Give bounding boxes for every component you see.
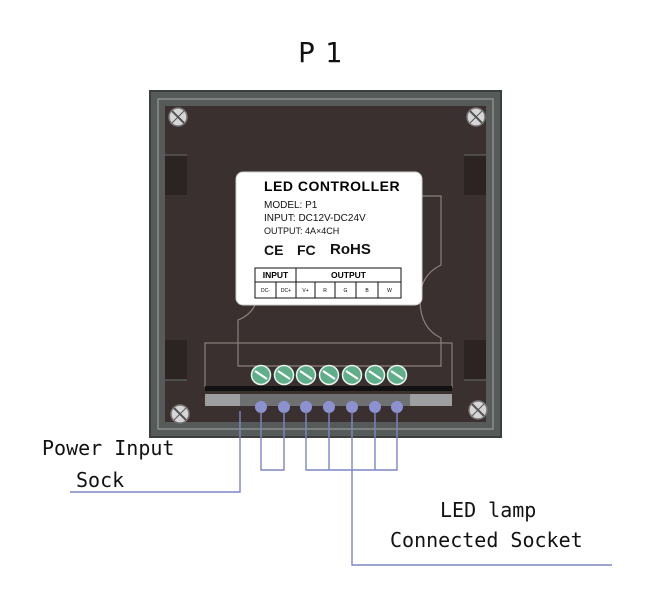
fc-mark: FC	[297, 242, 316, 258]
terminal-pin	[369, 401, 381, 413]
table-cell-g: G	[343, 288, 348, 294]
label-table	[254, 267, 402, 299]
terminal-pins	[255, 401, 403, 413]
notch-right-bottom	[464, 340, 486, 380]
screw-bottom-right	[468, 400, 488, 420]
terminal-strip-base	[205, 386, 452, 391]
table-input-header: INPUT	[262, 270, 289, 280]
notch-left-top	[165, 155, 187, 195]
product-label	[235, 171, 423, 306]
terminal-screw	[295, 364, 317, 386]
notch-left-bottom	[165, 340, 187, 380]
table-cell-dc-minus: DC-	[261, 288, 270, 294]
power-input-annotation-line2: Sock	[76, 468, 125, 492]
terminal-pin	[346, 401, 358, 413]
table-cell-b: B	[365, 288, 369, 294]
terminal-screw	[273, 364, 295, 386]
label-output: OUTPUT: 4A×4CH	[264, 226, 340, 236]
terminal-pin	[255, 401, 267, 413]
rohs-mark: RoHS	[330, 241, 371, 258]
terminal-pin	[278, 401, 290, 413]
table-cell-r: R	[323, 288, 327, 294]
page-title: P1	[298, 36, 352, 69]
leader-lines	[70, 411, 612, 566]
screw-top-right	[466, 107, 486, 127]
label-model: MODEL: P1	[264, 200, 318, 211]
board-outline	[237, 195, 442, 367]
screw-top-left	[168, 107, 188, 127]
terminal-pin	[323, 401, 335, 413]
terminal-pin	[300, 401, 312, 413]
label-input: INPUT: DC12V-DC24V	[264, 213, 366, 224]
terminal-screw	[364, 364, 386, 386]
panel-frame-inner-edge	[157, 98, 494, 430]
table-cell-dc-plus: DC+	[280, 288, 292, 294]
power-input-annotation: Power Input	[42, 436, 175, 460]
power-leader	[70, 411, 241, 493]
table-cell-w: W	[387, 288, 392, 294]
table-output-header: OUTPUT	[331, 270, 366, 280]
terminal-screws	[250, 364, 408, 386]
notch-right-top	[464, 155, 486, 195]
led-socket-annotation: LED lamp	[440, 498, 537, 522]
led-socket-annotation-line2: Connected Socket	[390, 528, 583, 552]
led-leader	[351, 411, 612, 566]
ce-mark: CE	[264, 242, 284, 258]
power-bracket	[260, 411, 285, 471]
terminal-screw	[318, 364, 340, 386]
terminal-screw	[341, 364, 363, 386]
table-cell-v-plus: V+	[302, 288, 309, 294]
screw-bottom-left	[170, 404, 190, 424]
terminal-screw	[386, 364, 408, 386]
terminal-screw	[250, 364, 272, 386]
terminal-pin	[391, 401, 403, 413]
label-heading: LED CONTROLLER	[264, 178, 401, 194]
